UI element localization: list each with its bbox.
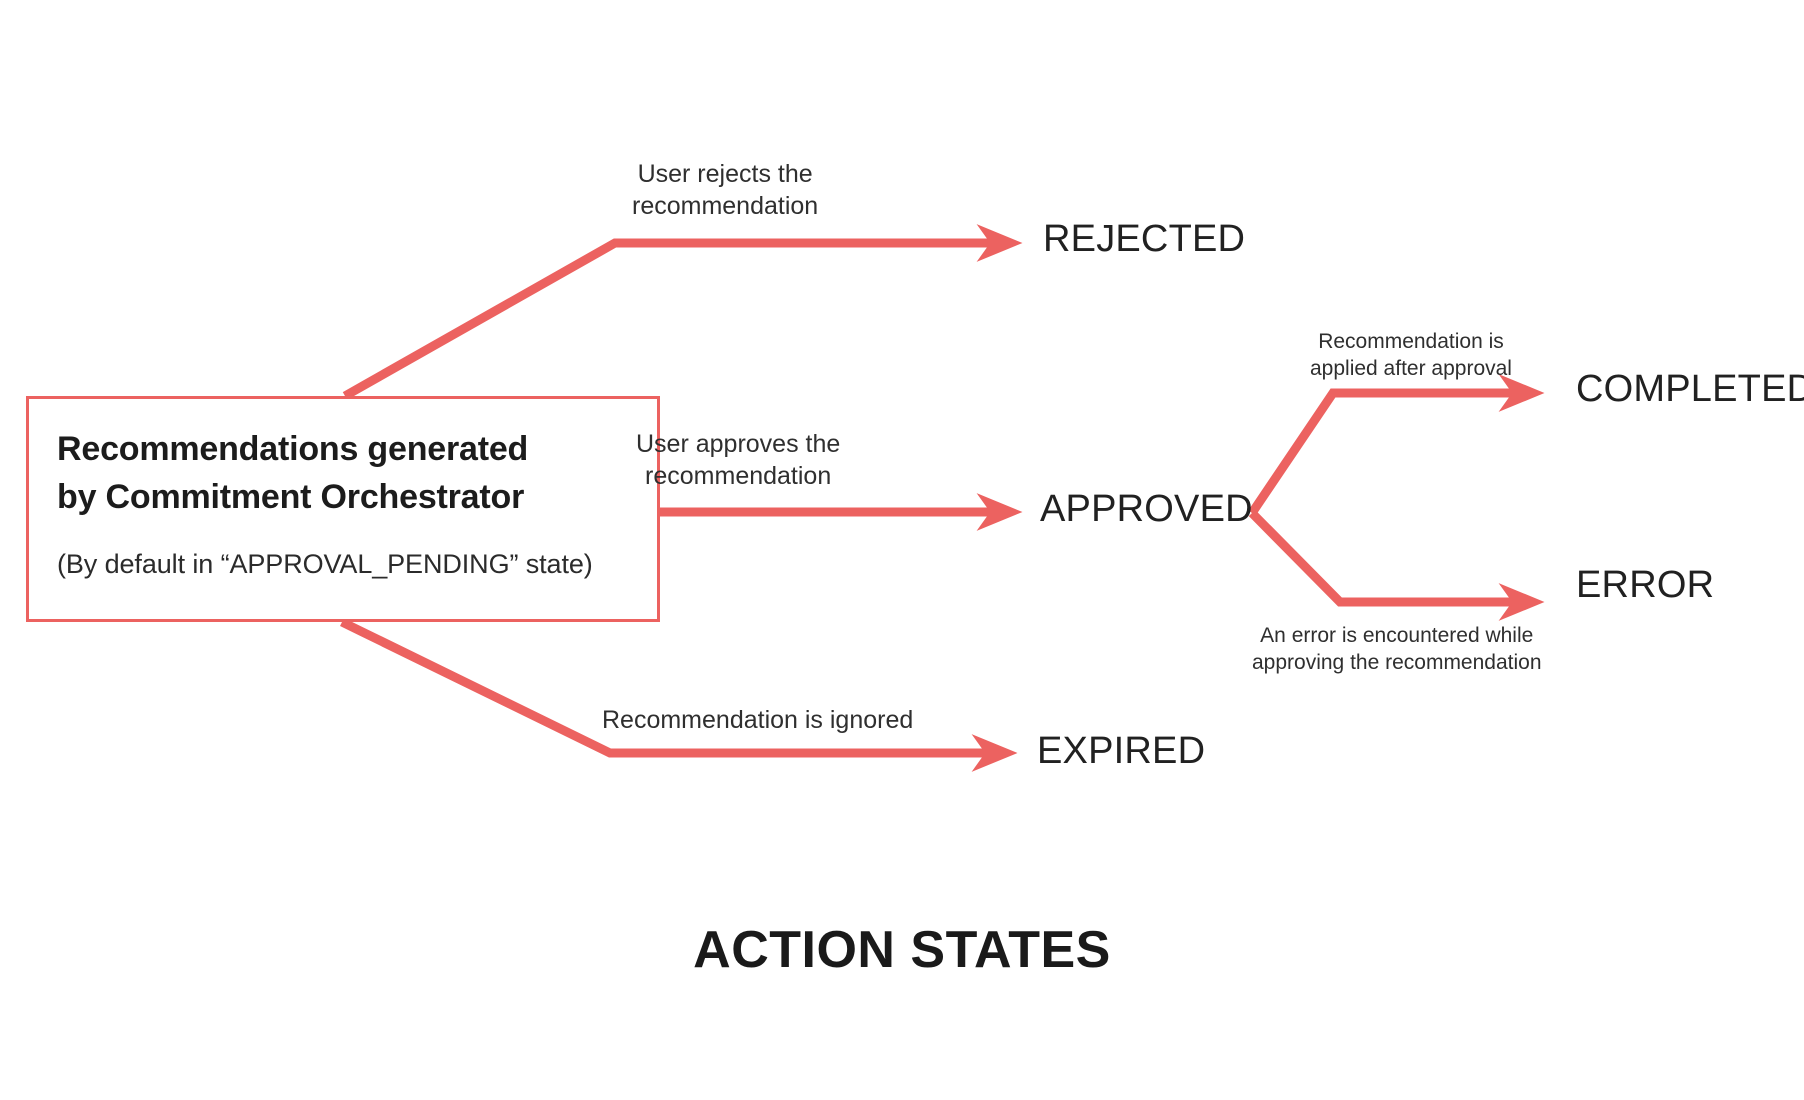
connector-to-rejected [342, 224, 1023, 400]
edge-label-to-completed-line-1: Recommendation is [1318, 330, 1504, 353]
source-node-title-line-1: Recommendations generated [57, 430, 529, 468]
connector-to-completed [1248, 374, 1545, 516]
source-node: Recommendations generated by Commitment … [26, 396, 660, 622]
state-node-approved: APPROVED [1040, 488, 1253, 530]
state-node-error: ERROR [1576, 564, 1715, 606]
source-node-title-line-2: by Commitment Orchestrator [57, 478, 525, 517]
edge-label-to-approved: User approves the recommendation [636, 428, 840, 492]
edge-label-to-rejected: User rejects the recommendation [632, 158, 818, 222]
edge-label-to-expired-line-1: Recommendation is ignored [602, 706, 914, 734]
edge-label-to-rejected-line-1: User rejects the [637, 160, 813, 188]
edge-label-to-error-line-1: An error is encountered while [1260, 624, 1534, 647]
edge-label-to-error: An error is encountered while approving … [1252, 622, 1542, 677]
edge-label-to-approved-line-2: recommendation [645, 462, 832, 490]
connector-to-expired [340, 617, 1018, 772]
state-node-expired: EXPIRED [1037, 730, 1206, 772]
source-node-title: Recommendations generated by Commitment … [57, 425, 629, 522]
edge-label-to-expired: Recommendation is ignored [602, 704, 913, 736]
edge-label-to-approved-line-1: User approves the [636, 430, 841, 458]
source-node-subtitle: (By default in “APPROVAL_PENDING” state) [57, 548, 593, 579]
edge-label-to-completed-line-2: applied after approval [1310, 357, 1512, 381]
connector-to-error [1248, 509, 1545, 621]
state-node-completed: COMPLETED [1576, 368, 1804, 410]
edge-label-to-completed: Recommendation is applied after approval [1310, 328, 1512, 383]
edge-label-to-rejected-line-2: recommendation [632, 192, 819, 220]
diagram-title: ACTION STATES [693, 921, 1111, 979]
edge-label-to-error-line-2: approving the recommendation [1252, 651, 1542, 675]
state-node-rejected: REJECTED [1043, 218, 1246, 260]
